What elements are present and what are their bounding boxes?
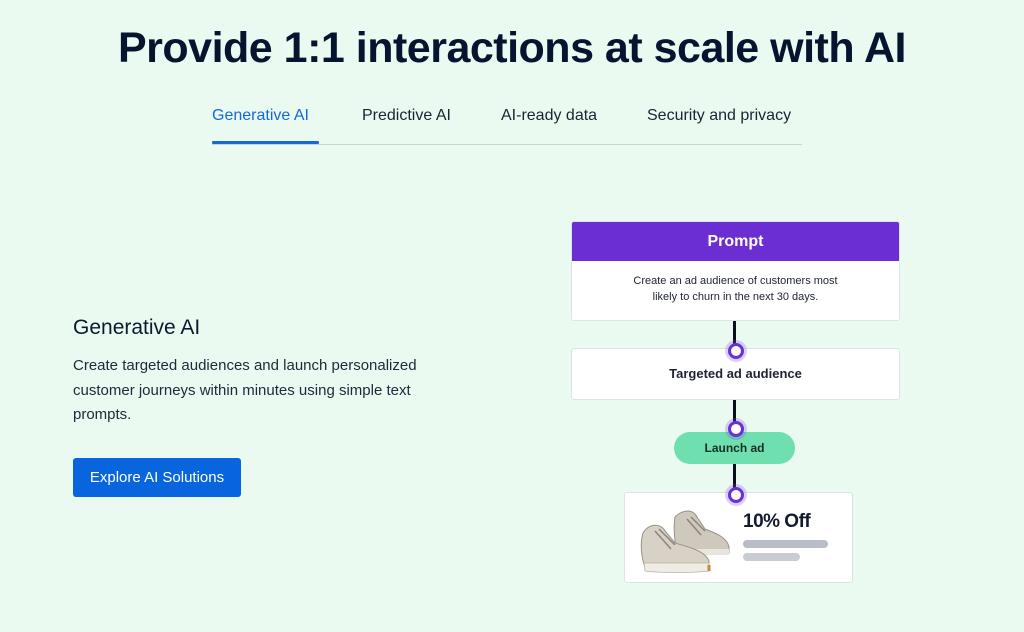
tab-security-and-privacy[interactable]: Security and privacy	[647, 107, 792, 124]
ad-offer-text: 10% Off	[743, 511, 811, 532]
prompt-text: Create an ad audience of customers most …	[633, 275, 838, 303]
active-tab-indicator	[212, 141, 319, 144]
prompt-header: Prompt	[572, 222, 899, 261]
prompt-card: Prompt Create an ad audience of customer…	[571, 221, 900, 321]
sneaker-icon	[640, 510, 730, 573]
connector-line	[733, 318, 736, 350]
connector-node	[728, 487, 744, 503]
explore-ai-solutions-button[interactable]: Explore AI Solutions	[73, 458, 241, 497]
tab-bar: Generative AI Predictive AI AI-ready dat…	[212, 100, 802, 145]
connector-node	[728, 421, 744, 437]
ad-preview-card: 10% Off	[624, 492, 853, 583]
section-text: Generative AI Create targeted audiences …	[73, 316, 443, 428]
placeholder-line	[743, 540, 828, 548]
page-headline: Provide 1:1 interactions at scale with A…	[118, 24, 907, 72]
connector-line	[733, 464, 736, 492]
placeholder-line	[743, 553, 800, 561]
connector-node	[728, 343, 744, 359]
section-description: Create targeted audiences and launch per…	[73, 357, 417, 423]
tab-generative-ai[interactable]: Generative AI	[212, 107, 309, 124]
connector-line	[733, 398, 736, 432]
tab-ai-ready-data[interactable]: AI-ready data	[501, 107, 598, 124]
section-title: Generative AI	[73, 316, 201, 339]
launch-ad-pill: Launch ad	[674, 432, 795, 464]
tab-predictive-ai[interactable]: Predictive AI	[362, 107, 451, 124]
